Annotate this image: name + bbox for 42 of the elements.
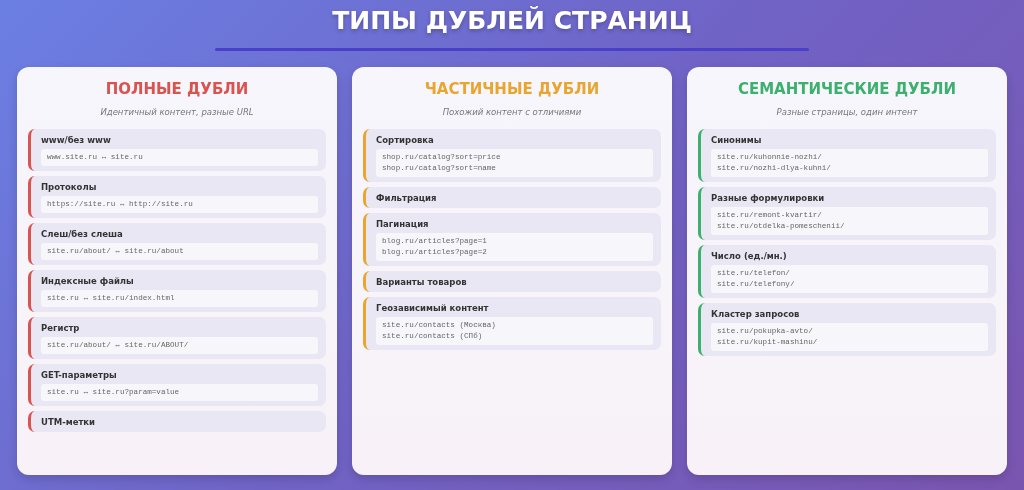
duplicate-type-card (698, 129, 996, 182)
duplicate-type-card (363, 187, 661, 208)
type-heading: Кластер запросов (711, 309, 801, 319)
category-card (352, 67, 672, 475)
duplicate-type-card (698, 187, 996, 240)
type-heading: UTM-метки (41, 417, 97, 427)
duplicate-type-card (28, 364, 326, 406)
duplicate-type-card (698, 303, 996, 356)
duplicate-type-card (28, 270, 326, 312)
duplicate-type-card (363, 129, 661, 182)
type-heading: Пагинация (376, 219, 430, 229)
duplicate-type-card (28, 223, 326, 265)
type-heading: Регистр (41, 323, 81, 333)
category-card (687, 67, 1007, 475)
duplicate-type-card (28, 317, 326, 359)
type-heading: Геозависимый контент (376, 303, 490, 313)
card-subtitle: Разные страницы, один интент (775, 107, 919, 117)
type-heading: Слеш/без слеша (41, 229, 124, 239)
card-heading: ЧАСТИЧНЫЕ ДУБЛИ (423, 80, 601, 98)
duplicate-type-card (698, 245, 996, 298)
duplicate-type-card (28, 411, 326, 432)
type-heading: Разные формулировки (711, 193, 826, 203)
card-subtitle: Похожий контент с отличиями (441, 107, 583, 117)
type-heading: Фильтрация (376, 193, 438, 203)
type-heading: Сортировка (376, 135, 435, 145)
card-heading: ПОЛНЫЕ ДУБЛИ (104, 80, 250, 98)
duplicate-type-card (363, 271, 661, 292)
type-heading: www/без www (41, 135, 112, 145)
card-subtitle: Идентичный контент, разные URL (99, 107, 255, 117)
diagram-title: ТИПЫ ДУБЛЕЙ СТРАНИЦ (331, 6, 693, 35)
duplicate-type-card (28, 129, 326, 171)
type-heading: Варианты товаров (376, 277, 468, 287)
duplicate-type-card (28, 176, 326, 218)
type-heading: GET-параметры (41, 370, 118, 380)
card-heading: СЕМАНТИЧЕСКИЕ ДУБЛИ (736, 80, 958, 98)
type-heading: Протоколы (41, 182, 98, 192)
category-card (17, 67, 337, 475)
type-heading: Число (ед./мн.) (711, 251, 788, 261)
type-heading: Синонимы (711, 135, 763, 145)
duplicate-type-card (363, 213, 661, 266)
type-heading: Индексные файлы (41, 276, 135, 286)
duplicate-type-card (363, 297, 661, 350)
